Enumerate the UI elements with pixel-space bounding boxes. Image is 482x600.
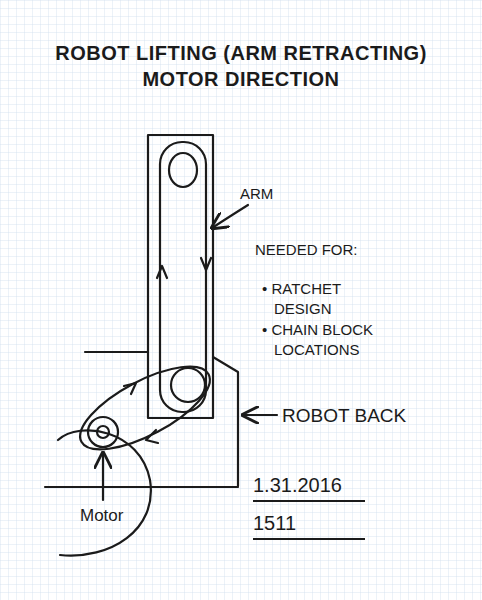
part-label: ROBOT BACK — [282, 404, 406, 429]
robot-back-top-line — [85, 351, 148, 353]
chain-arrow-up-right — [124, 383, 136, 394]
sketch-title: ROBOT LIFTING (ARM RETRACTING) MOTOR DIR… — [40, 40, 442, 92]
chain-arrow-up — [157, 266, 167, 278]
part-label: ARM — [240, 184, 273, 204]
rotation-arc — [58, 430, 151, 555]
motor-leader — [102, 453, 104, 500]
part-label: Motor — [80, 505, 123, 527]
chain-arrow-down-left — [146, 430, 158, 443]
team-number: 1511 — [253, 510, 365, 540]
note-item: • RATCHET DESIGN — [262, 279, 374, 318]
chain-arrow-down — [201, 258, 211, 270]
robot-back-outline — [213, 357, 238, 486]
note-heading: NEEDED FOR: — [255, 240, 358, 260]
top-sprocket — [169, 153, 197, 187]
robot-back-leader — [243, 414, 277, 416]
date-note: 1.31.2016 — [253, 472, 365, 502]
arm-leader — [212, 205, 248, 228]
arm-outline — [148, 135, 213, 418]
note-item: • CHAIN BLOCK LOCATIONS — [262, 320, 419, 359]
ground-line — [45, 486, 238, 488]
motor-chain-loop — [69, 350, 221, 465]
lower-sprocket — [171, 368, 205, 402]
